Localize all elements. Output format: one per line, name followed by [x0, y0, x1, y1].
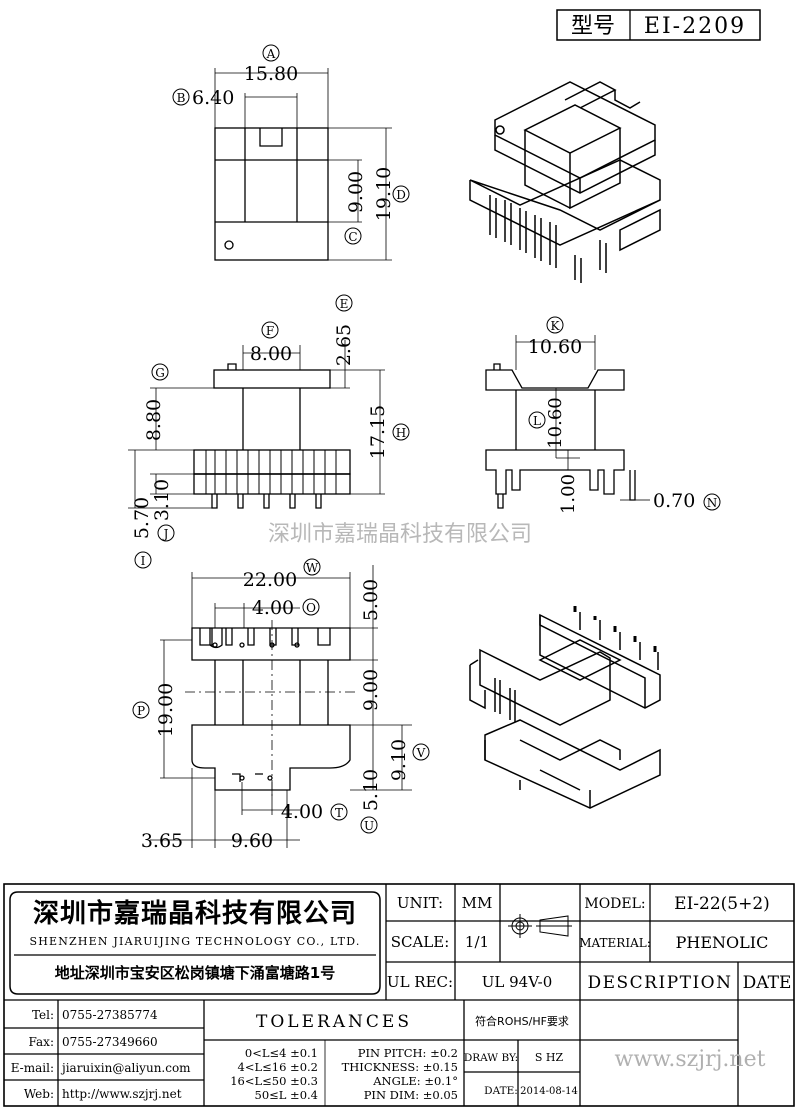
tol-line-3: 16<L≤50 ±0.3: [230, 1074, 318, 1088]
dim-i-value: 5.70: [131, 497, 153, 539]
dim-marker-c: C: [348, 230, 357, 244]
drawby-label: DRAW BY:: [464, 1052, 518, 1064]
tel-label: Tel:: [32, 1008, 54, 1022]
dim-o-value: 4.00: [252, 597, 294, 619]
drawby-value: S HZ: [535, 1051, 564, 1064]
model-label-tb: MODEL:: [584, 896, 645, 912]
company-name-cn: 深圳市嘉瑞晶科技有限公司: [33, 898, 357, 929]
dim-r-value: 9.00: [360, 669, 382, 711]
email-label: E-mail:: [11, 1061, 54, 1075]
dim-b-value: 6.40: [192, 87, 234, 109]
dim-m-value: 1.00: [558, 474, 579, 514]
dim-marker-b: B: [177, 91, 186, 105]
dim-n-value: 0.70: [653, 490, 695, 512]
watermark-text: 深圳市嘉瑞晶科技有限公司: [268, 522, 532, 547]
title-block: 深圳市嘉瑞晶科技有限公司 SHENZHEN JIARUIJING TECHNOL…: [3, 883, 795, 1107]
dim-u-value: 5.10: [360, 769, 382, 811]
scale-label: SCALE:: [391, 933, 450, 951]
tol-line-4: 50≤L ±0.4: [255, 1088, 319, 1102]
dim-w-value: 22.00: [243, 569, 297, 591]
web-label: Web:: [24, 1087, 54, 1101]
dim-h-value: 17.15: [367, 405, 389, 459]
model-value: EI-2209: [644, 14, 746, 39]
dim-marker-k: K: [551, 319, 561, 333]
unit-value: MM: [462, 894, 493, 912]
spec-line-3: ANGLE: ±0.1°: [372, 1074, 458, 1088]
dim-c-value: 9.00: [345, 171, 367, 213]
top-view: A 15.80 B 6.40 9.00 C 19.10 D: [172, 44, 410, 261]
dim-marker-a: A: [266, 47, 276, 61]
dim-marker-g: G: [155, 366, 165, 380]
material-value: PHENOLIC: [676, 933, 769, 952]
company-address: 地址深圳市宝安区松岗镇塘下涌富塘路1号: [55, 964, 335, 982]
model-label: 型号: [571, 14, 615, 39]
dim-p-value: 19.00: [155, 683, 177, 737]
spec-line-4: PIN DIM: ±0.05: [364, 1088, 458, 1102]
dim-q-value: 5.00: [360, 579, 382, 621]
dim-a-value: 15.80: [244, 63, 298, 85]
tel-value: 0755-27385774: [62, 1008, 158, 1022]
dim-v-value: 9.10: [388, 739, 410, 781]
tolerances-title: TOLERANCES: [256, 1012, 412, 1032]
dim-marker-h: H: [396, 426, 406, 440]
dim-g-value: 8.80: [143, 399, 165, 441]
dim-marker-j: J: [162, 527, 169, 541]
fax-value: 0755-27349660: [62, 1035, 158, 1049]
email-value: jiaruixin@aliyun.com: [60, 1061, 191, 1075]
dim-f-value: 8.00: [250, 343, 292, 365]
model-value-tb: EI-22(5+2): [674, 894, 770, 914]
tol-line-1: 0<L≤4 ±0.1: [245, 1046, 318, 1060]
dim-marker-l: L: [533, 414, 541, 428]
material-label: MATERIAL:: [579, 936, 651, 950]
web-value: http://www.szjrj.net: [62, 1087, 182, 1101]
isometric-view-top: [469, 81, 661, 283]
dim-s1-value: 3.65: [141, 830, 183, 852]
date-label: DATE:: [484, 1085, 518, 1097]
ulrec-label: UL REC:: [387, 973, 453, 991]
spec-line-2: THICKNESS: ±0.15: [342, 1060, 458, 1074]
unit-label: UNIT:: [397, 894, 443, 912]
dim-k-value: 10.60: [528, 336, 582, 358]
dim-l-value: 10.60: [545, 397, 566, 449]
dim-marker-e: E: [340, 297, 349, 311]
company-name-en: SHENZHEN JIARUIJING TECHNOLOGY CO., LTD.: [29, 935, 360, 948]
date-value: 2014-08-14: [520, 1086, 578, 1097]
rohs-compliance: 符合ROHS/HF要求: [475, 1014, 569, 1028]
projection-symbol: [508, 914, 572, 938]
bottom-view: 22.00 W 4.00 O 5.00 9.00 P 19.00 9.10 V …: [132, 558, 430, 852]
dim-marker-o: O: [306, 601, 316, 615]
header-box: 型号 EI-2209: [556, 9, 761, 41]
dim-marker-p: P: [137, 704, 145, 718]
side-view: K 10.60 L 10.60 1.00 0.70 N: [485, 316, 721, 514]
dim-marker-v: V: [416, 746, 426, 760]
front-view: E 2.65 F 8.00 G 8.80 17.15 H 5.70 I 3.10…: [128, 294, 410, 569]
dim-marker-i: I: [141, 554, 146, 568]
dim-marker-t: T: [335, 806, 343, 820]
scale-value: 1/1: [465, 933, 489, 951]
dim-marker-w: W: [306, 561, 319, 575]
dim-s2-value: 9.60: [231, 830, 273, 852]
isometric-view-bottom: [469, 606, 661, 809]
dim-t-value: 4.00: [281, 801, 323, 823]
dim-d-value: 19.10: [373, 167, 395, 221]
dim-j-value: 3.10: [151, 479, 173, 521]
dim-marker-n: N: [707, 496, 718, 510]
website-watermark: www.szjrj.net: [615, 1047, 766, 1072]
ulrec-value: UL 94V-0: [482, 973, 553, 991]
description-header: DESCRIPTION: [587, 973, 732, 993]
dim-marker-u: U: [364, 819, 374, 833]
date-header: DATE: [743, 973, 792, 993]
tol-line-2: 4<L≤16 ±0.2: [238, 1060, 318, 1074]
fax-label: Fax:: [29, 1035, 54, 1049]
spec-line-1: PIN PITCH: ±0.2: [358, 1046, 458, 1060]
dim-marker-d: D: [396, 188, 406, 202]
dim-marker-f: F: [266, 324, 274, 338]
dim-e-value: 2.65: [333, 324, 355, 366]
